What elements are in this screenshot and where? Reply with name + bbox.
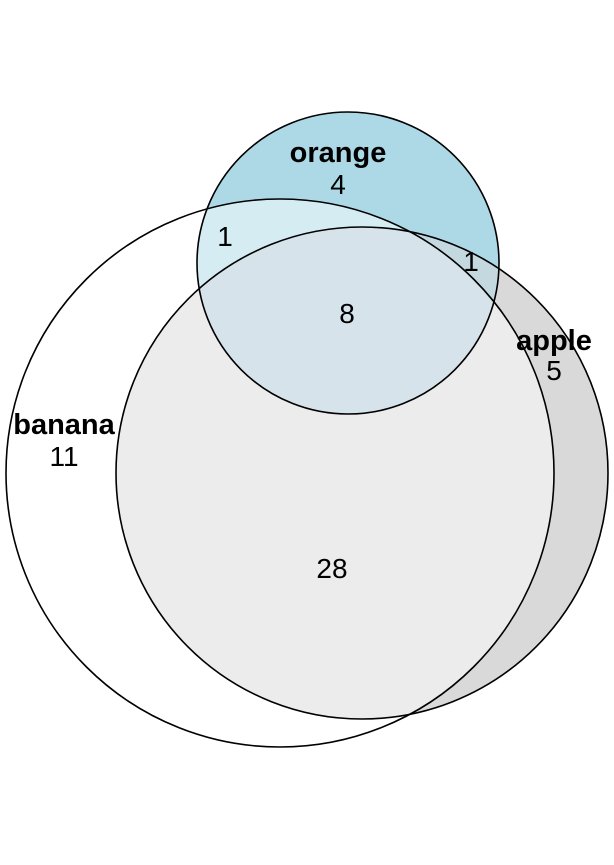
apple-circle-outline (115, 226, 609, 720)
all-three-overlap (197, 227, 499, 414)
orange-circle-outline (196, 111, 500, 415)
banana-only-count: 11 (49, 441, 78, 472)
all-three-count: 8 (339, 298, 355, 329)
apple-only-count: 5 (546, 355, 562, 386)
orange-apple-count: 1 (463, 246, 479, 277)
apple-set-label: apple (516, 325, 592, 357)
banana-apple-count: 28 (316, 553, 347, 584)
banana-circle-outline (5, 198, 555, 748)
orange-only-count: 4 (330, 169, 346, 200)
orange-set-label: orange (290, 137, 387, 169)
orange-banana-count: 1 (217, 221, 233, 252)
banana-set-label: banana (13, 409, 115, 441)
